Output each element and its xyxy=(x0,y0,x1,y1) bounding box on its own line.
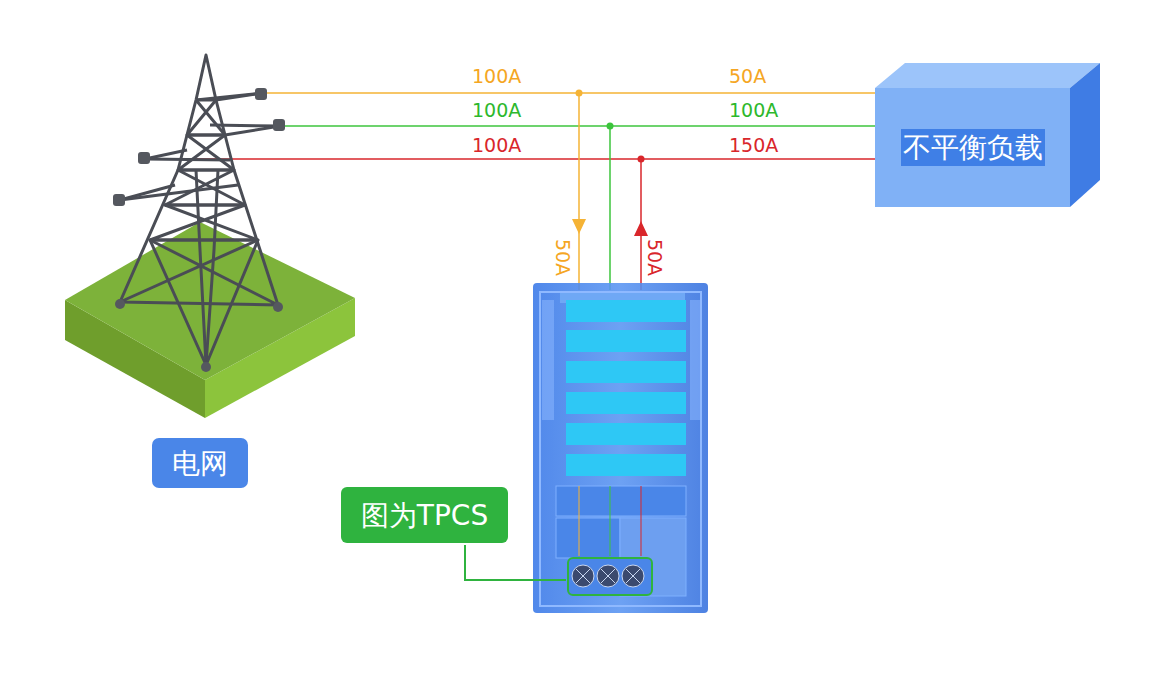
insulators xyxy=(113,88,285,372)
node-text: 不平衡负载 xyxy=(901,129,1045,166)
line-current: 100A xyxy=(472,101,521,120)
line-current: 100A xyxy=(472,67,521,86)
transmission-tower xyxy=(120,55,280,365)
line-current: 100A xyxy=(729,101,778,120)
branch-current: 50A xyxy=(554,238,573,275)
power-lines xyxy=(145,90,876,291)
load-box-faces xyxy=(875,63,1100,207)
tpcs-label: 图为TPCS xyxy=(341,487,508,543)
branch-current: 50A xyxy=(646,238,665,275)
line-current: 50A xyxy=(729,67,766,86)
load-box: 不平衡负载 xyxy=(875,88,1070,207)
line-current: 100A xyxy=(472,136,521,155)
cooling-fans xyxy=(568,558,652,595)
tpcs-cabinet xyxy=(533,283,708,613)
node-text: 图为TPCS xyxy=(361,498,488,533)
line-current: 150A xyxy=(729,136,778,155)
grid-label: 电网 xyxy=(152,438,248,488)
leader-line xyxy=(465,545,566,580)
node-text: 电网 xyxy=(172,446,228,481)
